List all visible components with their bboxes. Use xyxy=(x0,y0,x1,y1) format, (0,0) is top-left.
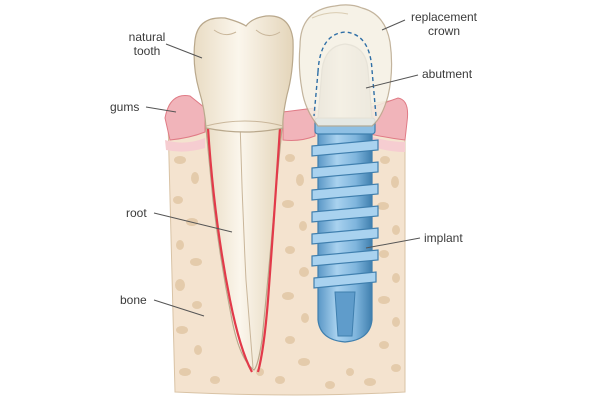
leader-root xyxy=(153,212,233,233)
label-bone: bone xyxy=(120,293,147,307)
label-replacement-crown-line1: replacement xyxy=(410,10,478,24)
label-implant: implant xyxy=(424,231,463,245)
implant-threads xyxy=(311,139,379,289)
label-abutment: abutment xyxy=(422,67,473,81)
label-replacement-crown: replacement crown xyxy=(404,10,484,38)
label-natural-tooth: natural tooth xyxy=(122,30,172,58)
leader-gums xyxy=(145,106,177,113)
label-replacement-crown-line2: crown xyxy=(427,24,460,38)
replacement-crown xyxy=(298,4,393,127)
natural-tooth xyxy=(193,15,294,373)
implant-screw xyxy=(311,117,379,343)
leader-replacement-crown xyxy=(381,19,406,31)
bone-texture xyxy=(173,154,401,389)
leader-natural-tooth xyxy=(165,43,203,59)
leader-lines xyxy=(145,19,421,317)
leader-bone xyxy=(153,299,205,317)
label-gums: gums xyxy=(110,100,140,114)
leader-implant xyxy=(365,237,421,249)
leader-abutment xyxy=(365,74,419,89)
label-natural-tooth-line2: tooth xyxy=(133,44,161,58)
label-root: root xyxy=(126,206,147,220)
label-natural-tooth-line1: natural xyxy=(128,30,166,44)
